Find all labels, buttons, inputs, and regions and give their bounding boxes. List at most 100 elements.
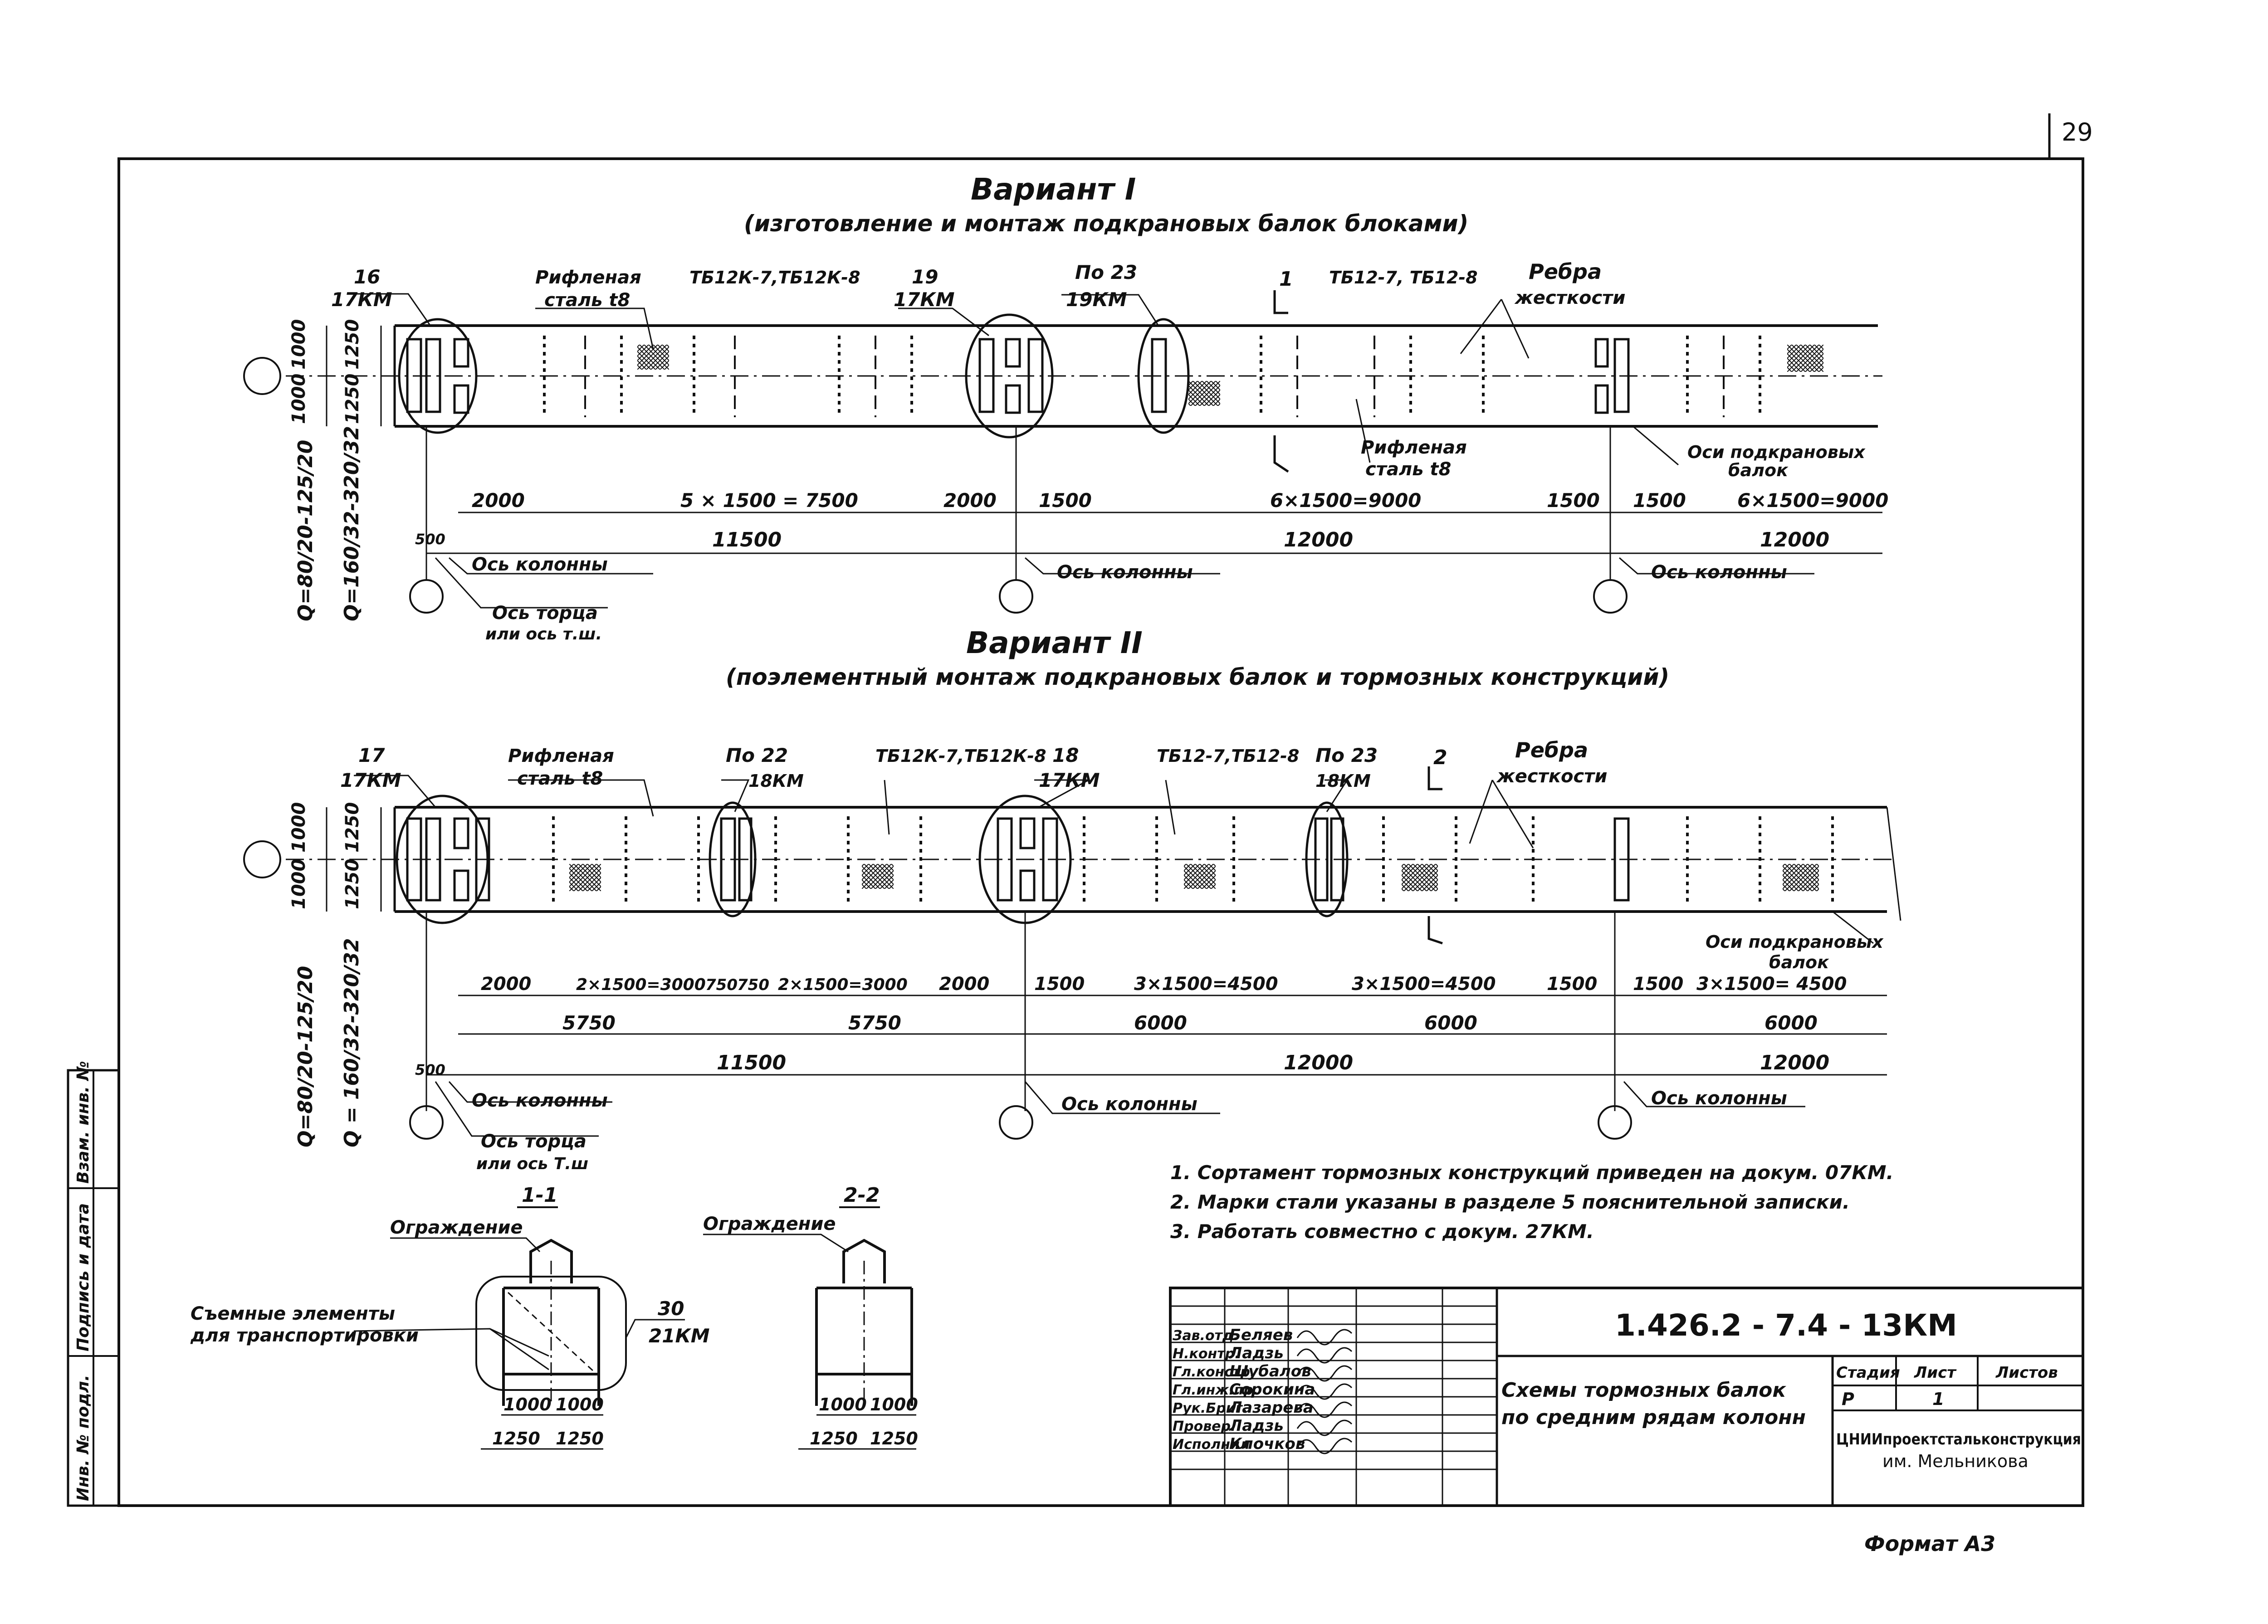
variant2-subtitle: (поэлементный монтаж подкрановых балок и… [726, 664, 1669, 690]
q-label-1: Q=80/20-125/20 [294, 440, 317, 621]
v1-c19km: 19КМ [1066, 288, 1127, 311]
section-1-1-fence: Ограждение [390, 1217, 523, 1238]
notes: 1. Сортамент тормозных конструкций приве… [1170, 1161, 1893, 1243]
v2-col-circle-3 [1598, 1105, 1632, 1140]
section-c21km: 21КМ [649, 1325, 710, 1347]
s11-dim-1000b: 1000 [556, 1395, 604, 1414]
tb-role-4: Гл.инж.пр. [1173, 1382, 1258, 1398]
signatures [1296, 1329, 1353, 1454]
v1-corrugated-2: Рифленая [1361, 437, 1467, 458]
v1-col-axis-2: Ось колонны [1057, 562, 1193, 583]
tb-role-7: Исполнил [1173, 1437, 1250, 1453]
section-2-2: 2-2 Ограждение 1000 1000 1250 1250 [703, 1184, 918, 1450]
v2-h1250-top: 1250 [342, 802, 363, 853]
format-label: Формат А3 [1864, 1531, 1995, 1556]
v1-corrugated-plate-3 [1787, 345, 1823, 372]
tb-stage-h: Стадия [1836, 1364, 1900, 1382]
v1-dim-6: 1500 [1547, 489, 1600, 512]
v2-detail-po23 [1305, 801, 1349, 917]
s11-dim-1000a: 1000 [503, 1395, 552, 1414]
q-label-4: Q = 160/32-320/32 [340, 938, 363, 1147]
tb-code: 1.426.2 - 7.4 - 13КМ [1615, 1308, 1957, 1343]
v2-dim-9: 3×1500=4500 [1352, 974, 1496, 995]
v2-c17km-b: 17КМ [1039, 769, 1100, 791]
left-stamp: Инв. № подл. Подпись и дата Взам. инв. № [67, 1061, 120, 1507]
v2-dim-6000a: 6000 [1134, 1012, 1187, 1034]
stamp-inv-podl: Инв. № подл. [74, 1375, 93, 1501]
v2-col-circle-2 [999, 1105, 1033, 1140]
v2-h1250-bot: 1250 [342, 859, 363, 909]
v2-dim-7: 1500 [1034, 974, 1085, 995]
axis-circle-left-1 [243, 357, 281, 395]
v1-dim-4: 1500 [1039, 489, 1092, 512]
v2-c18: 18 [1052, 744, 1079, 766]
v2-col-axis-3: Ось колонны [1651, 1088, 1787, 1109]
v2-dim-12000b: 12000 [1760, 1051, 1829, 1074]
v2-dim-12000a: 12000 [1284, 1051, 1353, 1074]
v1-tb-marks-a: ТБ12К-7,ТБ12К-8 [689, 268, 860, 288]
tb-role-2: Н.контр. [1173, 1346, 1240, 1362]
v1-detail-16 [398, 318, 478, 434]
s22-dim-1250b: 1250 [870, 1429, 918, 1448]
v2-dim-3: 750 [705, 976, 738, 994]
section-1-1-label: 1-1 [522, 1184, 558, 1207]
note-2: 2. Марки стали указаны в разделе 5 поясн… [1170, 1191, 1850, 1213]
v2-c18km-b: 18КМ [1315, 771, 1371, 791]
v2-po23: По 23 [1315, 744, 1378, 766]
v2-col-axis-1: Ось колонны [472, 1090, 608, 1111]
v1-dim-11500: 11500 [712, 528, 782, 551]
v2-detail-po22 [709, 801, 757, 917]
q-label-2: Q=160/32-320/32 [340, 426, 363, 621]
v1-steel: сталь t8 [544, 290, 630, 311]
tb-sheet-h: Лист [1914, 1364, 1957, 1382]
v1-axes-a: Оси подкрановых [1687, 442, 1866, 462]
s11-dim-1250a: 1250 [492, 1429, 540, 1448]
v1-detail-19 [965, 313, 1054, 439]
tb-name-6: Ладзь [1229, 1417, 1284, 1435]
s22-dim-1000b: 1000 [870, 1395, 918, 1414]
v2-axes-a: Оси подкрановых [1706, 932, 1884, 952]
v2-dim-6: 2000 [939, 974, 989, 995]
v1-dim-1: 2000 [472, 489, 525, 512]
v1-h1000-bot: 1000 [288, 374, 309, 424]
v1-col-circle-1 [409, 579, 444, 614]
v2-dim-10: 1500 [1547, 974, 1597, 995]
variant2-callout-labels: 17 17КМ Рифленая сталь t8 По 22 18КМ ТБ1… [340, 738, 1884, 972]
note-3: 3. Работать совместно с докум. 27КМ. [1170, 1220, 1594, 1243]
tb-name-7: Клочков [1229, 1435, 1305, 1453]
v2-tb-marks-a: ТБ12К-7,ТБ12К-8 [875, 746, 1046, 766]
section-2-2-label: 2-2 [844, 1184, 880, 1207]
tb-sheet: 1 [1932, 1389, 1944, 1409]
v2-po22: По 22 [726, 744, 788, 766]
tb-sheets-h: Листов [1995, 1364, 2058, 1382]
v1-end-axis-2: или ось т.ш. [485, 625, 602, 644]
v1-axes-b: балок [1728, 460, 1789, 480]
v2-h1000-bot: 1000 [288, 859, 309, 909]
variant2-titles: Вариант II (поэлементный монтаж подкрано… [726, 625, 1669, 690]
v1-corrugated: Рифленая [535, 267, 641, 288]
v2-col-circle-1 [409, 1105, 444, 1140]
variant1-titles: Вариант I (изготовление и монтаж подкран… [744, 172, 1468, 237]
tb-role-6: Провер. [1173, 1419, 1236, 1434]
v2-end-axis-2: или ось Т.ш [476, 1155, 588, 1173]
v1-h1000-top: 1000 [288, 319, 309, 370]
s22-dim-1000a: 1000 [819, 1395, 867, 1414]
v1-tb-marks-b: ТБ12-7, ТБ12-8 [1329, 268, 1478, 288]
v2-corrugated-plate-2 [862, 864, 894, 889]
section-c30: 30 [658, 1297, 684, 1320]
v2-dim-8: 3×1500=4500 [1134, 974, 1278, 995]
v2-corrugated-plate-3 [1184, 864, 1216, 889]
title-block: Зав.отд. Н.контр. Гл.констр. Гл.инж.пр. … [1169, 1287, 2084, 1507]
tb-role-5: Рук.Бриг. [1173, 1400, 1248, 1416]
q-label-3: Q=80/20-125/20 [294, 966, 317, 1147]
v1-col-circle-3 [1593, 579, 1628, 614]
v1-dim-8: 6×1500=9000 [1737, 489, 1888, 512]
v2-dim-6000b: 6000 [1424, 1012, 1477, 1034]
v1-c17km: 17КМ [331, 288, 392, 311]
v1-dim-7: 1500 [1633, 489, 1686, 512]
v2-corrugated: Рифленая [508, 746, 614, 766]
section-2-2-fence: Ограждение [703, 1214, 836, 1234]
sheet-number: 29 [2062, 118, 2093, 146]
v1-po23: По 23 [1075, 261, 1137, 283]
v2-dim-5: 2×1500=3000 [778, 975, 908, 994]
